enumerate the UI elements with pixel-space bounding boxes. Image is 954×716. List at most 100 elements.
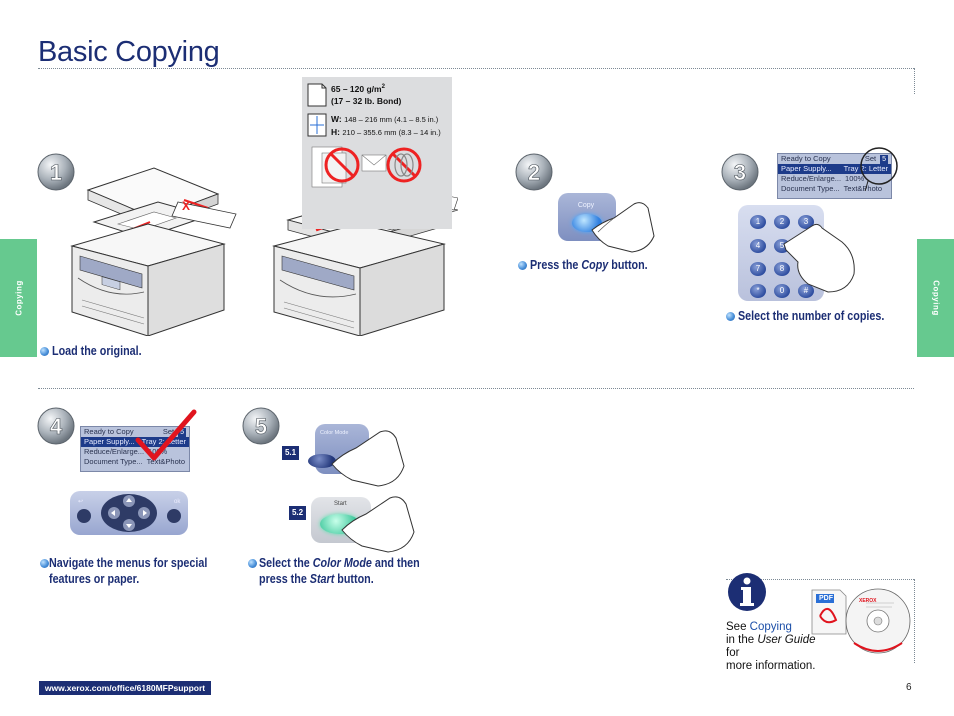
start-label: Start xyxy=(334,501,347,507)
step-4-digit: 4 xyxy=(50,414,63,439)
cd-disc-icon xyxy=(845,588,911,654)
checkmark-icon xyxy=(135,409,197,461)
step-4-caption: Navigate the menus for special features … xyxy=(49,556,208,586)
key-1[interactable]: 1 xyxy=(750,215,766,229)
hand-press-color-mode-icon xyxy=(331,430,405,487)
paper-weight: 65 – 120 g/m xyxy=(331,83,382,94)
step-1-number: 1 xyxy=(36,152,76,192)
title-divider xyxy=(38,68,914,69)
svg-text:↩: ↩ xyxy=(78,499,83,505)
key-3[interactable]: 3 xyxy=(798,215,814,229)
navigation-keys: ↩ ok xyxy=(77,494,181,532)
step-1-caption: Load the original. xyxy=(52,344,142,358)
paper-weight-spec: 65 – 120 g/m2 (17 – 32 lb. Bond) xyxy=(331,81,449,107)
key-0[interactable]: 0 xyxy=(774,284,790,298)
height-value: 210 – 355.6 mm (8.3 – 14 in.) xyxy=(342,128,441,137)
info-in-the: in the xyxy=(726,634,758,646)
step-2-caption: Press the Copy button. xyxy=(530,257,648,273)
lcd4-row2: Paper Supply... xyxy=(84,437,135,446)
info-for: for xyxy=(726,647,740,659)
lcd4-row4: Document Type... xyxy=(84,457,143,466)
step-5-number: 5 xyxy=(241,406,281,446)
step-2-caption-em: Copy xyxy=(581,258,609,272)
lcd4-badge: 5 xyxy=(178,428,186,437)
prohibited-media-icons xyxy=(311,146,422,188)
step-5-caption-post: button. xyxy=(334,572,374,586)
step-4-bullet xyxy=(40,559,49,568)
step-3-bullet xyxy=(726,312,735,321)
width-value: 148 – 216 mm (4.1 – 8.5 in.) xyxy=(344,115,439,124)
height-label: H: xyxy=(331,127,340,137)
step-1-bullet xyxy=(40,347,49,356)
key-2[interactable]: 2 xyxy=(774,215,790,229)
step-3-digit: 3 xyxy=(734,160,746,185)
paper-weight-sup: 2 xyxy=(381,84,385,90)
color-mode-button[interactable] xyxy=(308,454,336,468)
page-number: 6 xyxy=(906,682,912,693)
lcd3-row3: Reduce/Enlarge... xyxy=(781,174,842,183)
step-5-caption-em1: Color Mode xyxy=(312,556,372,570)
step-2-caption-pre: Press the xyxy=(530,258,582,272)
paper-weight-icon xyxy=(307,83,327,107)
paper-size-spec: W: 148 – 216 mm (4.1 – 8.5 in.) H: 210 –… xyxy=(331,113,451,139)
lcd3-row2: Paper Supply... xyxy=(781,164,832,173)
hand-press-start-icon xyxy=(341,496,415,553)
lcd3-row4-value: Text&Photo xyxy=(843,184,883,193)
step-5-caption-pre: Select the xyxy=(259,556,313,570)
side-tab-label: Copying xyxy=(931,280,940,316)
page-title: Basic Copying xyxy=(38,36,220,68)
lcd4-row1: Ready to Copy xyxy=(84,427,134,436)
lcd4-row4-value: Text&Photo xyxy=(146,457,186,466)
step-1-digit: 1 xyxy=(50,160,62,185)
svg-text:X: X xyxy=(182,199,190,213)
key-8[interactable]: 8 xyxy=(774,262,790,276)
key-star[interactable]: * xyxy=(750,284,766,298)
info-divider xyxy=(726,579,914,580)
side-tab-label: Copying xyxy=(14,280,23,316)
copy-button-label: Copy xyxy=(577,202,595,209)
hand-press-keypad-icon xyxy=(783,223,855,293)
hand-press-icon xyxy=(591,202,655,253)
lcd3-row4: Document Type... xyxy=(781,184,840,193)
svg-text:ok: ok xyxy=(174,499,181,505)
step-2-digit: 2 xyxy=(528,160,540,185)
paper-size-icon xyxy=(307,113,327,137)
step-2-caption-post: button. xyxy=(608,258,648,272)
cd-brand: XEROX xyxy=(859,598,877,604)
key-7[interactable]: 7 xyxy=(750,262,766,276)
paper-bond: (17 – 32 lb. Bond) xyxy=(331,95,402,106)
step-5-digit: 5 xyxy=(255,414,267,439)
key-4[interactable]: 4 xyxy=(750,239,766,253)
step-5-caption-mid: and then press the xyxy=(259,556,420,586)
step-2-number: 2 xyxy=(514,152,554,192)
info-text: See Copying in the User Guide for more i… xyxy=(726,621,826,673)
side-tab-left[interactable]: Copying xyxy=(0,239,37,357)
step-3-number: 3 xyxy=(720,152,760,192)
key-hash[interactable]: # xyxy=(798,284,814,298)
side-tab-right[interactable]: Copying xyxy=(917,239,954,357)
step-4-number: 4 xyxy=(36,406,76,446)
color-mode-label: Color Mode xyxy=(320,430,349,436)
info-link-copying[interactable]: Copying xyxy=(749,621,792,633)
info-see: See xyxy=(726,621,750,633)
support-url[interactable]: www.xerox.com/office/6180MFPsupport xyxy=(39,681,211,695)
pdf-label: PDF xyxy=(819,595,833,602)
lcd4-row3: Reduce/Enlarge... xyxy=(84,447,145,456)
width-label: W: xyxy=(331,114,342,124)
step-2-bullet xyxy=(518,261,527,270)
lcd3-row3-value: 100% xyxy=(845,174,865,183)
pdf-document-icon xyxy=(811,589,847,635)
substep-5-1-badge: 5.1 xyxy=(282,446,299,460)
section-divider xyxy=(38,388,914,389)
magnifier-circle-icon xyxy=(860,147,898,191)
title-divider-end xyxy=(914,68,915,94)
lcd3-row1: Ready to Copy xyxy=(781,154,831,163)
info-divider-vertical xyxy=(914,579,915,663)
substep-5-2-badge: 5.2 xyxy=(289,506,306,520)
step-3-caption: Select the number of copies. xyxy=(738,309,885,323)
step-5-caption-em2: Start xyxy=(309,572,335,586)
